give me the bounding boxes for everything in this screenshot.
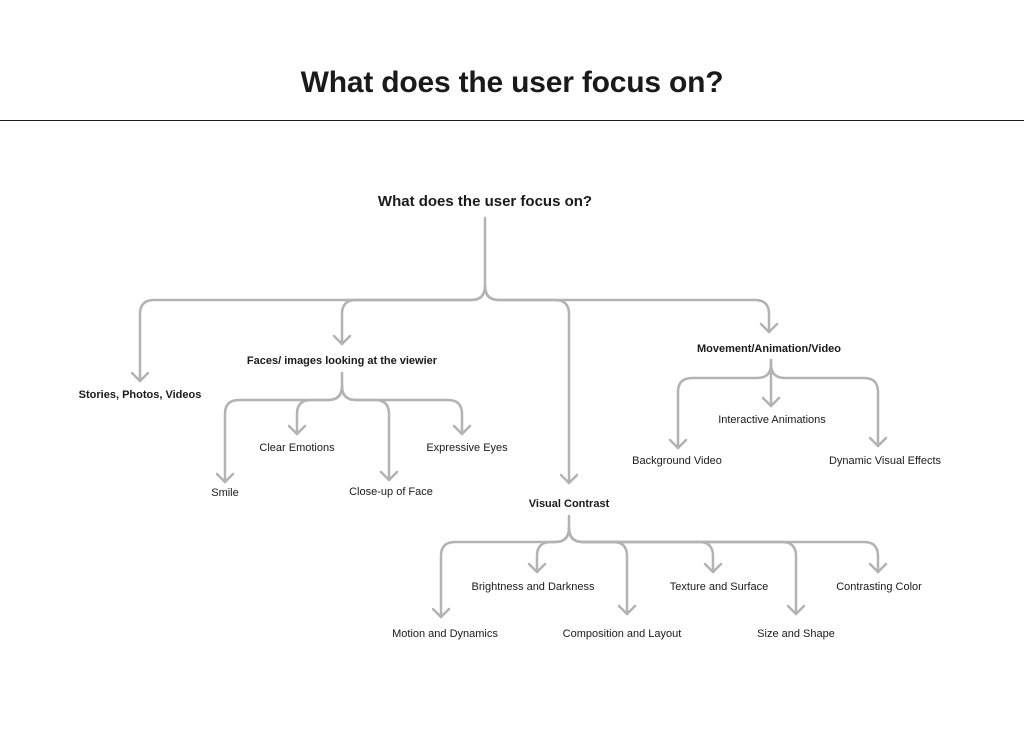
- texture-connector: [567, 526, 715, 574]
- dynamic-effects-connector: [769, 362, 880, 448]
- node-size-shape: Size and Shape: [757, 628, 835, 640]
- clear-emotions-connector: [295, 384, 344, 436]
- motion-arrowhead: [431, 607, 451, 619]
- brightness-arrowhead: [527, 562, 547, 574]
- interactive-animations-arrowhead: [761, 396, 781, 408]
- faces-arrowhead: [332, 334, 352, 346]
- movement-connector: [483, 284, 771, 334]
- node-visual-contrast: Visual Contrast: [528, 498, 610, 510]
- size-shape-arrowhead: [786, 604, 806, 616]
- expressive-eyes-connector: [340, 384, 464, 436]
- node-background-video: Background Video: [632, 455, 722, 467]
- visual-contrast-arrowhead: [559, 473, 579, 485]
- composition-arrowhead: [617, 604, 637, 616]
- node-interactive-animations: Interactive Animations: [718, 414, 826, 426]
- expressive-eyes-arrowhead: [452, 424, 472, 436]
- faces-connector: [340, 284, 487, 346]
- contrasting-color-arrowhead: [868, 562, 888, 574]
- node-brightness-darkness: Brightness and Darkness: [471, 581, 595, 593]
- contrasting-color-connector: [567, 526, 880, 574]
- stories-arrowhead: [130, 371, 150, 383]
- closeup-arrowhead: [379, 470, 399, 482]
- dynamic-effects-arrowhead: [868, 436, 888, 448]
- node-expressive-eyes: Expressive Eyes: [426, 442, 508, 454]
- node-composition-layout: Composition and Layout: [562, 628, 682, 640]
- root-node: What does the user focus on?: [377, 193, 593, 210]
- node-contrasting-color: Contrasting Color: [836, 581, 922, 593]
- node-smile: Smile: [211, 487, 239, 499]
- background-video-connector: [676, 362, 773, 450]
- texture-arrowhead: [703, 562, 723, 574]
- smile-arrowhead: [215, 472, 235, 484]
- clear-emotions-arrowhead: [287, 424, 307, 436]
- node-clear-emotions: Clear Emotions: [259, 442, 335, 454]
- brightness-connector: [535, 526, 571, 574]
- node-faces: Faces/ images looking at the viewier: [246, 355, 438, 367]
- node-closeup-of-face: Close-up of Face: [349, 486, 433, 498]
- page-title: What does the user focus on?: [300, 66, 724, 99]
- node-motion-dynamics: Motion and Dynamics: [392, 628, 498, 640]
- node-dynamic-visual-effects: Dynamic Visual Effects: [828, 455, 942, 467]
- background-video-arrowhead: [668, 438, 688, 450]
- node-texture-surface: Texture and Surface: [669, 581, 769, 593]
- header-divider: [0, 120, 1024, 121]
- node-movement-animation-video: Movement/Animation/Video: [696, 343, 842, 355]
- movement-arrowhead: [759, 322, 779, 334]
- node-stories-photos-videos: Stories, Photos, Videos: [78, 389, 202, 401]
